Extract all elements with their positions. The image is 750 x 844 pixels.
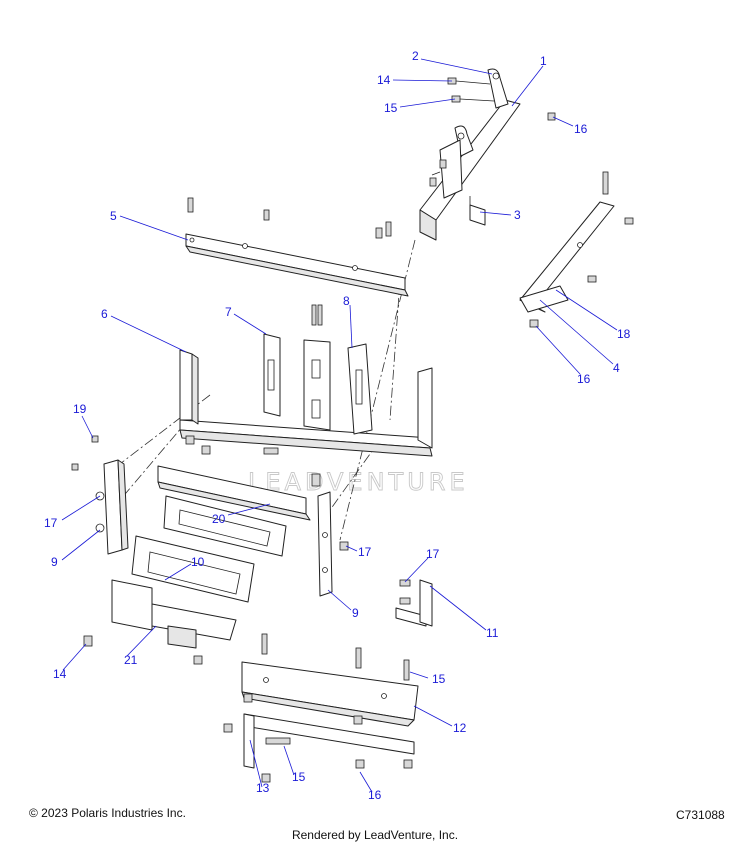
callout-4: 4: [613, 361, 620, 375]
main-frame-assembly: [179, 304, 433, 487]
part-1-upper-bracket: [419, 68, 521, 241]
callout-12: 12: [453, 721, 467, 735]
part-20-bar: [157, 465, 311, 521]
callout-1: 1: [540, 54, 547, 68]
part-12-lower-plate: [241, 633, 419, 727]
copyright-text: © 2023 Polaris Industries Inc.: [29, 806, 186, 820]
part-9-left-plate: [71, 435, 129, 555]
callout-19: 19: [73, 402, 87, 416]
callout-2: 2: [412, 49, 419, 63]
rendered-by-text: Rendered by LeadVenture, Inc.: [291, 828, 459, 842]
callout-14-bottom: 14: [53, 667, 67, 681]
part-3-clip: [469, 196, 486, 226]
callout-21: 21: [124, 653, 138, 667]
callout-18: 18: [617, 327, 631, 341]
callout-15-bottom: 15: [292, 770, 306, 784]
callout-17-left: 17: [44, 516, 58, 530]
part-5-upper-bar: [185, 197, 409, 297]
callout-14-top: 14: [377, 73, 391, 87]
part-10-gaskets: [131, 495, 287, 603]
callout-20: 20: [212, 512, 226, 526]
callout-10: 10: [191, 555, 205, 569]
part-13-lower-rail: [223, 713, 415, 783]
callout-17-right: 17: [426, 547, 440, 561]
callout-16-right: 16: [577, 372, 591, 386]
callout-7: 7: [225, 305, 232, 319]
callout-9-right: 9: [352, 606, 359, 620]
callout-15-right: 15: [432, 672, 446, 686]
callout-17-center: 17: [358, 545, 372, 559]
callout-9-left: 9: [51, 555, 58, 569]
callout-8: 8: [343, 294, 350, 308]
callout-3: 3: [514, 208, 521, 222]
part-9-right-plate: [317, 491, 349, 597]
callout-labels: 1 2 14 15 16 3 5 6 7 8 18 4 16 19 17 9 2…: [44, 49, 631, 802]
callout-5: 5: [110, 209, 117, 223]
leader-lines: [61, 58, 618, 793]
callout-11: 11: [486, 626, 499, 640]
callout-15-top: 15: [384, 101, 398, 115]
watermark: LEADVENTURE: [248, 468, 469, 496]
callout-16-top: 16: [574, 122, 588, 136]
callout-6: 6: [101, 307, 108, 321]
part-11-bracket: [395, 579, 433, 627]
part-21-lower-mount: [83, 579, 237, 665]
diagram-code: C731088: [676, 808, 725, 822]
callout-13: 13: [256, 781, 270, 795]
part-4-side-rail: [519, 171, 634, 328]
callout-16-bottom: 16: [368, 788, 382, 802]
